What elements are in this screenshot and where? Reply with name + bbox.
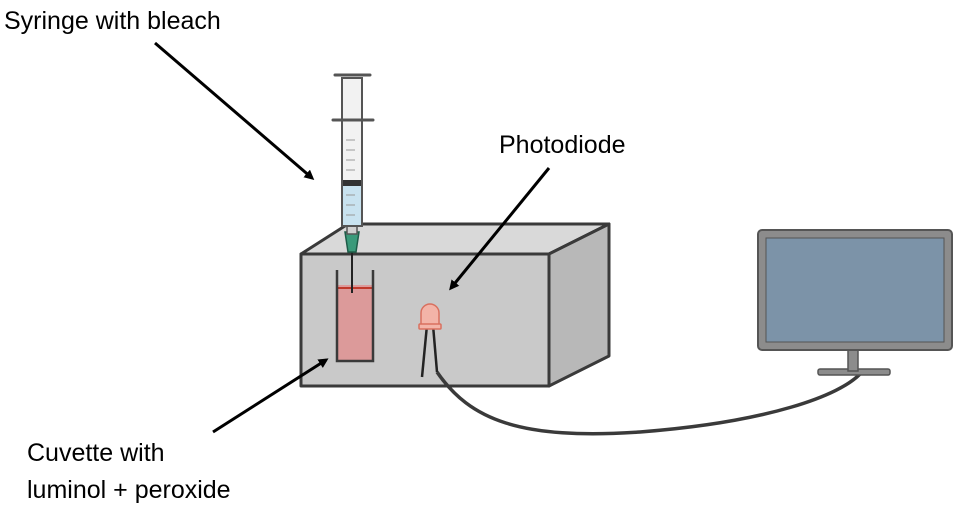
monitor-screen (765, 237, 945, 343)
monitor-stand-neck (847, 348, 859, 372)
label-cuvette-line2: luminol + peroxide (27, 476, 231, 504)
arrow-syringe (154, 41, 315, 180)
monitor-icon (757, 229, 953, 376)
label-cuvette-line1: Cuvette with (27, 439, 165, 467)
box-side-face (547, 222, 611, 388)
cuvette-walls (335, 270, 375, 363)
syringe-tip (346, 225, 358, 235)
cuvette-icon (335, 270, 375, 363)
photodiode-icon (418, 303, 442, 378)
graduation-marks (346, 139, 355, 216)
label-syringe: Syringe with bleach (4, 7, 221, 35)
syringe-plunger-stopper (343, 180, 361, 186)
label-photodiode: Photodiode (499, 131, 626, 159)
syringe-icon (331, 73, 375, 293)
arrow-cuvette (212, 358, 329, 434)
cable (435, 371, 862, 436)
cuvette-liquid (337, 285, 373, 361)
photodiode-lead-left (420, 324, 429, 378)
photodiode-rim (418, 323, 442, 330)
photodiode-dome (420, 303, 440, 327)
needle-hub (344, 231, 360, 253)
photodiode-lead-right (431, 324, 439, 373)
arrow-photodiode (449, 167, 551, 291)
